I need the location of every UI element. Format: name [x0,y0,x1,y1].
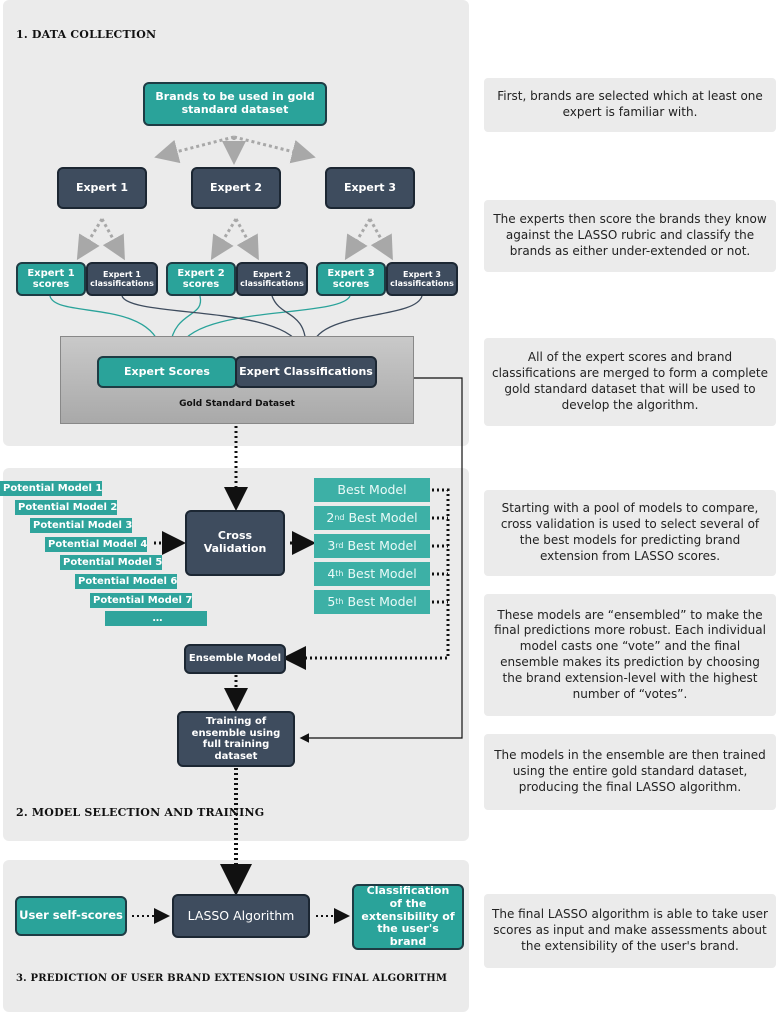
potential-model-5: Potential Model 5 [60,555,162,570]
expert-classifications-box: Expert Classifications [235,356,377,388]
potential-model-3: Potential Model 3 [30,518,132,533]
user-self-scores-box: User self-scores [15,896,127,936]
cross-validation-box: Cross Validation [185,510,285,576]
best-model-3-label: Best Model [347,537,417,553]
note-gold-standard: All of the expert scores and brand class… [484,338,776,426]
note-data-selection: First, brands are selected which at leas… [484,78,776,132]
note-ensemble: These models are “ensembled” to make the… [484,594,776,716]
expert-3-classifications-box: Expert 3 classifications [386,262,458,296]
gold-standard-label: Gold Standard Dataset [179,399,295,409]
training-box: Training of ensemble using full training… [177,711,295,767]
best-model-5-sup: th [335,597,344,607]
best-model-4-sup: th [335,569,344,579]
potential-model-1: Potential Model 1 [0,481,102,496]
expert-scores-box: Expert Scores [97,356,237,388]
expert-2-classifications-box: Expert 2 classifications [236,262,308,296]
best-model-5-rank: 5 [327,593,336,609]
best-model-1-label: Best Model [337,481,407,497]
best-model-5-label: Best Model [347,593,417,609]
note-training: The models in the ensemble are then trai… [484,734,776,810]
section-title-model-selection: 2. MODEL SELECTION AND TRAINING [16,806,265,819]
note-expert-scoring: The experts then score the brands they k… [484,200,776,272]
expert-1-classifications-box: Expert 1 classifications [86,262,158,296]
section-title-prediction: 3. PREDICTION OF USER BRAND EXTENSION US… [16,973,448,984]
best-model-3-sup: rd [335,541,344,551]
potential-model-2: Potential Model 2 [15,500,117,515]
potential-model-4: Potential Model 4 [45,537,147,552]
expert-2-scores-box: Expert 2 scores [166,262,236,296]
section-title-data-collection: 1. DATA COLLECTION [16,28,157,41]
ensemble-model-box: Ensemble Model [184,644,286,674]
best-model-4-rank: 4 [327,565,336,581]
best-model-3-rank: 3 [327,537,336,553]
note-cross-validation: Starting with a pool of models to compar… [484,490,776,576]
lasso-algorithm-box: LASSO Algorithm [172,894,310,938]
potential-model-6: Potential Model 6 [75,574,177,589]
expert-3-box: Expert 3 [325,167,415,209]
best-model-2-label: Best Model [348,509,418,525]
expert-3-scores-box: Expert 3 scores [316,262,386,296]
brands-box: Brands to be used in gold standard datas… [143,82,327,126]
expert-2-box: Expert 2 [191,167,281,209]
gold-standard-dataset: Expert Scores Expert Classifications Gol… [60,336,414,424]
potential-model-more: … [105,611,207,626]
best-model-4-label: Best Model [347,565,417,581]
note-prediction: The final LASSO algorithm is able to tak… [484,894,776,968]
expert-1-box: Expert 1 [57,167,147,209]
potential-model-7: Potential Model 7 [90,593,192,608]
best-model-2-rank: 2 [326,509,335,525]
expert-1-scores-box: Expert 1 scores [16,262,86,296]
classification-box: Classification of the extensibility of t… [352,884,464,950]
best-model-1: Best Model [314,478,430,502]
best-model-2-sup: nd [334,513,345,523]
